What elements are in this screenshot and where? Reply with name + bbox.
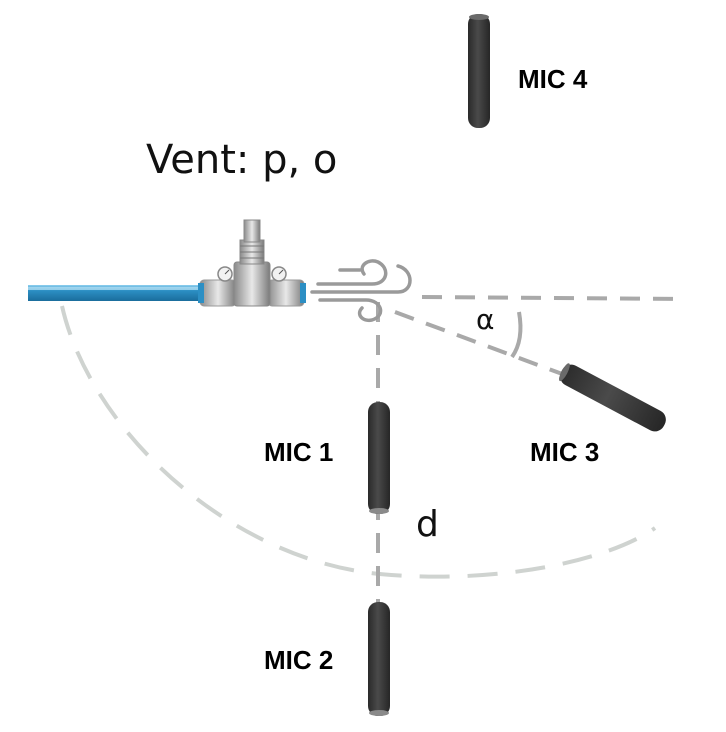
reference-line [421, 295, 685, 301]
microphone-icon [368, 602, 390, 716]
mic2-label: MIC 2 [264, 645, 333, 675]
valve-icon [198, 219, 306, 307]
angle-label: α [476, 303, 494, 336]
microphone-3 [559, 363, 666, 432]
mic3-label: MIC 3 [530, 437, 599, 467]
pipe [28, 285, 204, 301]
microphone-icon [560, 364, 666, 432]
microphone-2 [368, 602, 390, 716]
microphone-icon [368, 402, 390, 514]
microphone-4 [468, 14, 490, 128]
mic4-label: MIC 4 [518, 64, 588, 94]
microphone-icon [468, 14, 490, 128]
microphone-1 [368, 402, 390, 514]
distance-arc [60, 305, 657, 579]
wind-icon [310, 259, 412, 323]
angle-line [394, 310, 566, 377]
mic1-label: MIC 1 [264, 437, 333, 467]
vent-label: Vent: p, o [146, 137, 337, 183]
distance-label: d [416, 504, 439, 545]
angle-arc [510, 311, 523, 359]
